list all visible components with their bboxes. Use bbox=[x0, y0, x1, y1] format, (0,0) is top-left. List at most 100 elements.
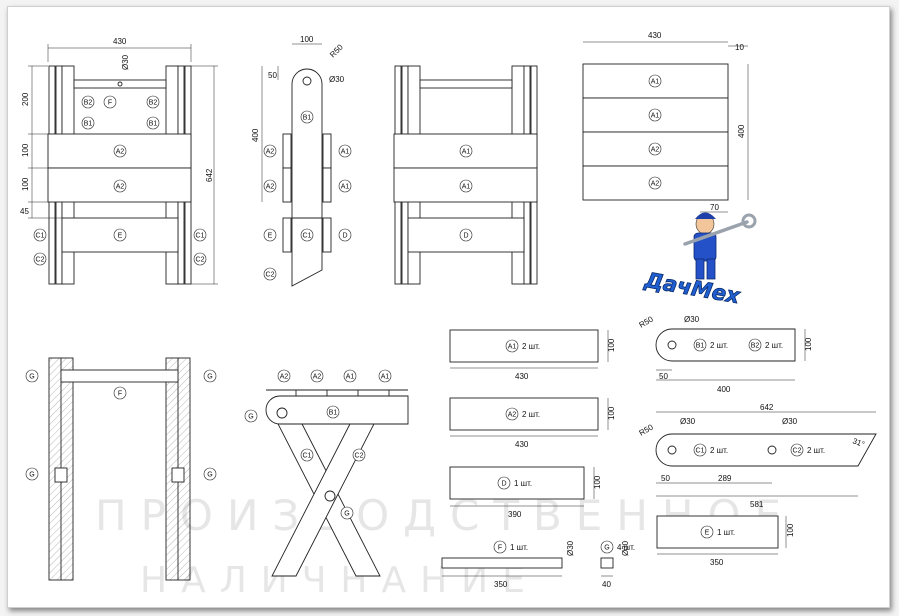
dim-view1-45: 45 bbox=[20, 207, 29, 216]
label-partE-label: E bbox=[705, 530, 710, 537]
label-view3-a1b: A1 bbox=[462, 184, 471, 191]
label-view6-g2: G bbox=[344, 511, 349, 518]
mechanic-mascot-icon bbox=[683, 212, 757, 280]
part-a1-height: 100 bbox=[607, 338, 616, 352]
dim-view1-100b: 100 bbox=[21, 177, 30, 191]
label-view2-e-bubble bbox=[263, 228, 277, 242]
label-partE-label-qty: 1 шт. bbox=[717, 528, 735, 537]
part-a2-height: 100 bbox=[607, 406, 616, 420]
label-view4-a2b: A2 bbox=[651, 181, 660, 188]
label-view1-a2a-bubble bbox=[113, 144, 127, 158]
label-view4-a1a: A1 bbox=[651, 79, 660, 86]
label-view2-c2-bubble bbox=[263, 267, 277, 281]
dim-view1-d30: Ø30 bbox=[121, 54, 130, 70]
label-view6-a1b-bubble bbox=[378, 369, 392, 383]
label-view2-a2a-bubble bbox=[263, 144, 277, 158]
label-view5-g1-bubble bbox=[25, 369, 39, 383]
label-partG-label-qty: 4 шт. bbox=[617, 543, 635, 552]
label-view1-a2b: A2 bbox=[116, 184, 125, 191]
label-view2-a1b-bubble bbox=[338, 179, 352, 193]
dim-view1-642: 642 bbox=[205, 168, 214, 182]
brand-logo: ДачМех bbox=[642, 267, 744, 309]
label-view6-a2a: A2 bbox=[280, 374, 289, 381]
part-a2-board bbox=[449, 397, 599, 431]
label-partG-label-bubble bbox=[600, 540, 614, 554]
label-partC-c1-qty: 2 шт. bbox=[710, 446, 728, 455]
part-b-r50: R50 bbox=[638, 314, 656, 329]
label-view6-g1: G bbox=[248, 414, 253, 421]
label-view1-c2r: C2 bbox=[196, 257, 205, 264]
part-c-r50: R50 bbox=[638, 422, 656, 437]
label-partB-b2: B2 bbox=[751, 343, 760, 350]
label-partC-c1: C1 bbox=[696, 448, 705, 455]
label-view1-a2b-bubble bbox=[113, 179, 127, 193]
dim-view4-10: 10 bbox=[735, 43, 744, 52]
label-view1-e: E bbox=[118, 233, 123, 240]
dim-view4-400: 400 bbox=[737, 124, 746, 138]
label-view1-c2r-bubble bbox=[193, 252, 207, 266]
label-view3-a1a: A1 bbox=[462, 149, 471, 156]
label-view5-f: F bbox=[118, 391, 122, 398]
label-view2-c1: C1 bbox=[303, 233, 312, 240]
label-view6-c1-bubble bbox=[300, 448, 314, 462]
dim-view1-width: 430 bbox=[113, 37, 127, 46]
label-view2-d-bubble bbox=[338, 228, 352, 242]
part-c-angle: 31° bbox=[851, 436, 865, 449]
part-a1-length: 430 bbox=[515, 372, 529, 381]
label-view6-a2b-bubble bbox=[310, 369, 324, 383]
label-view5-g2: G bbox=[207, 374, 212, 381]
part-f-diameter: Ø30 bbox=[566, 540, 575, 556]
view-back bbox=[393, 65, 538, 285]
dim-view2-100: 100 bbox=[300, 35, 314, 44]
label-view1-e-bubble bbox=[113, 228, 127, 242]
label-partC-c1-bubble bbox=[693, 443, 707, 457]
label-view2-c2: C2 bbox=[266, 272, 275, 279]
label-partA2-label-bubble bbox=[505, 407, 519, 421]
view-xside bbox=[265, 389, 409, 577]
part-b-height: 100 bbox=[804, 337, 813, 351]
part-f-rod bbox=[441, 557, 563, 569]
part-c-d30a: Ø30 bbox=[680, 417, 696, 426]
part-c-289: 289 bbox=[718, 474, 732, 483]
part-b-length: 400 bbox=[717, 385, 731, 394]
label-view1-b2b: B2 bbox=[149, 100, 158, 107]
label-partB-b1-bubble bbox=[693, 338, 707, 352]
label-partF-label-bubble bbox=[493, 540, 507, 554]
part-c-board bbox=[655, 433, 877, 467]
label-view3-a1b-bubble bbox=[459, 179, 473, 193]
label-view1-c1l: C1 bbox=[36, 233, 45, 240]
label-view4-a2a-bubble bbox=[648, 142, 662, 156]
label-view6-a1b: A1 bbox=[381, 374, 390, 381]
part-a2-length: 430 bbox=[515, 440, 529, 449]
label-partF-label: F bbox=[498, 545, 502, 552]
label-view2-a1b: A1 bbox=[341, 184, 350, 191]
label-view2-c1-bubble bbox=[300, 228, 314, 242]
label-view1-a2a: A2 bbox=[116, 149, 125, 156]
label-view5-g1: G bbox=[29, 374, 34, 381]
label-view1-c1r-bubble bbox=[193, 228, 207, 242]
label-view6-g2-bubble bbox=[340, 506, 354, 520]
label-view5-g4-bubble bbox=[203, 467, 217, 481]
label-partB-b2-qty: 2 шт. bbox=[765, 341, 783, 350]
label-view5-g3-bubble bbox=[25, 467, 39, 481]
dim-view2-400: 400 bbox=[251, 128, 260, 142]
label-view2-a2b-bubble bbox=[263, 179, 277, 193]
part-g-diameter: Ø30 bbox=[621, 540, 630, 556]
label-partD-label: D bbox=[501, 481, 506, 488]
part-c-total: 642 bbox=[760, 403, 774, 412]
label-view4-a2b-bubble bbox=[648, 176, 662, 190]
label-view1-b1a-bubble bbox=[81, 116, 95, 130]
dim-view1-100a: 100 bbox=[21, 143, 30, 157]
part-e-length: 350 bbox=[710, 558, 724, 567]
label-view1-b2b-bubble bbox=[146, 95, 160, 109]
label-view4-a1b: A1 bbox=[651, 113, 660, 120]
label-view6-a2b: A2 bbox=[313, 374, 322, 381]
label-view1-b2a-bubble bbox=[81, 95, 95, 109]
label-partC-c2-bubble bbox=[790, 443, 804, 457]
label-partE-label-bubble bbox=[700, 525, 714, 539]
label-view1-c1r: C1 bbox=[196, 233, 205, 240]
part-c-581: 581 bbox=[750, 500, 764, 509]
label-partC-c2-qty: 2 шт. bbox=[807, 446, 825, 455]
label-view1-c2l: C2 bbox=[36, 257, 45, 264]
